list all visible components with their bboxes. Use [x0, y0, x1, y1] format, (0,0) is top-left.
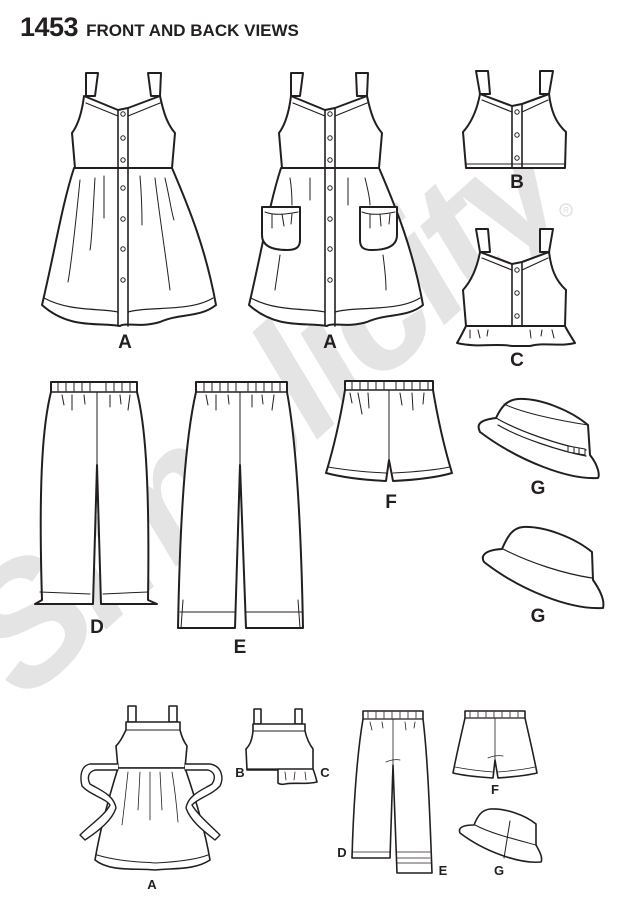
hat-g-back-illustration: [458, 808, 543, 863]
label-back-c: C: [320, 765, 330, 780]
label-back-g: G: [493, 863, 505, 878]
dress-a-front-illustration: [41, 72, 217, 327]
top-bc-back-illustration: [245, 708, 318, 786]
label-back-e: E: [438, 863, 448, 878]
page-header: 1453 FRONT AND BACK VIEWS: [20, 12, 299, 43]
pants-de-back-illustration: [351, 710, 433, 874]
label-back-b: B: [235, 765, 245, 780]
hat-g-plain-illustration: [481, 525, 605, 610]
label-view-g-2: G: [530, 606, 546, 627]
top-c-illustration: [456, 228, 576, 347]
dress-a-pockets-illustration: [248, 72, 424, 327]
label-view-e: E: [233, 637, 247, 658]
label-view-a-1: A: [118, 332, 132, 353]
pants-d-illustration: [34, 381, 158, 605]
label-back-d: D: [337, 845, 347, 860]
label-view-c: C: [510, 350, 524, 371]
label-view-d: D: [90, 617, 104, 638]
label-view-a-2: A: [323, 332, 337, 353]
shorts-f-back-illustration: [452, 710, 538, 779]
hat-g-band-illustration: [477, 397, 600, 480]
dress-a-back-illustration: [79, 705, 223, 871]
top-b-illustration: [462, 70, 567, 169]
pants-e-illustration: [177, 381, 304, 629]
label-view-f: F: [385, 492, 397, 513]
label-back-f: F: [491, 782, 499, 797]
page-title: FRONT AND BACK VIEWS: [86, 21, 299, 40]
label-view-g-1: G: [530, 478, 546, 499]
label-view-b: B: [510, 172, 524, 193]
shorts-f-illustration: [325, 380, 453, 482]
pattern-number: 1453: [20, 12, 79, 42]
label-back-a: A: [147, 877, 157, 892]
